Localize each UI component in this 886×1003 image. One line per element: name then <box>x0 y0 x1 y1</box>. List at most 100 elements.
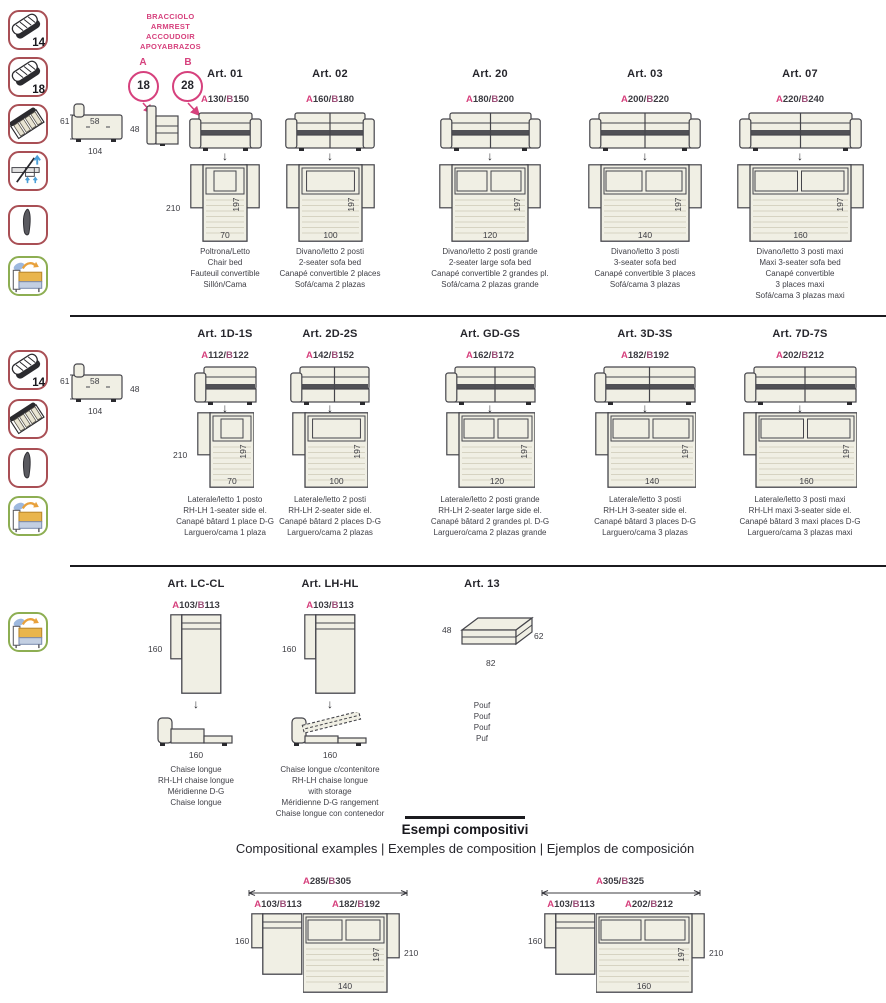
sofa-front-diagram <box>440 112 541 151</box>
total-width-arrow <box>541 890 701 896</box>
caption-line: Poltrona/Letto <box>200 247 250 256</box>
caption-line: Sofá/cama 3 plazas <box>609 280 681 289</box>
dimension-legend-row2: 61 58 104 48 <box>58 354 194 420</box>
product-title: Art. 03 <box>627 68 663 80</box>
svg-text:197: 197 <box>512 197 522 211</box>
caption-line: Larguero/cama 1 plaza <box>184 528 266 537</box>
pouf-diagram <box>460 616 534 646</box>
sofa-bed-colored-icon <box>8 612 48 652</box>
icon-number: 18 <box>32 84 45 96</box>
svg-text:197: 197 <box>673 197 683 211</box>
pouf-height-label: 48 <box>442 625 452 635</box>
composition-right-dimensions: A202/B212 <box>624 899 674 910</box>
caption-line: Chaise longue con contenedor <box>275 809 385 818</box>
product-title: Art. LH-HL <box>301 578 359 590</box>
sofa-front-diagram <box>189 112 262 151</box>
armrest-header-line: APOYABRAZOS <box>140 42 201 51</box>
product-dimensions: A180/B200 <box>465 94 515 105</box>
transform-arrow: ↓ <box>797 401 803 415</box>
caption-line: Canapé convertible 2 places <box>279 269 381 278</box>
caption-line: Méridienne D-G <box>167 787 225 796</box>
lift-mechanism-icon <box>8 151 48 191</box>
composition-left-dimensions: A103/B113 <box>547 899 595 910</box>
caption-line: RH-LH 1-seater side el. <box>183 506 267 515</box>
svg-text:120: 120 <box>483 230 497 240</box>
caption-line: Puf <box>475 734 488 743</box>
sofa-bed-colored-icon <box>8 496 48 536</box>
caption-line: Fauteuil convertible <box>190 269 260 278</box>
composition-right-dimensions: A182/B192 <box>331 899 381 910</box>
caption-line: Chaise longue c/contenitore <box>280 765 380 774</box>
svg-text:197: 197 <box>680 444 690 458</box>
mattress-section-14-icon: 14 <box>8 350 48 390</box>
caption-line: Laterale/letto 1 posto <box>187 495 263 504</box>
caption-line: Canapé bâtard 3 places D-G <box>594 517 696 526</box>
chaise-top-view-diagram <box>251 913 303 975</box>
caption-line: Sillón/Cama <box>203 280 247 289</box>
icon-number: 14 <box>32 377 45 389</box>
sofa-side-view-diagram <box>70 103 123 142</box>
bed-depth-label: 210 <box>709 948 724 958</box>
armrest-b-value-badge: 28 <box>172 71 203 102</box>
svg-text:160: 160 <box>637 981 651 991</box>
caption-line: 3 places maxi <box>775 280 825 289</box>
transform-arrow: ↓ <box>327 401 333 415</box>
product-title: Art. 1D-1S <box>197 328 253 340</box>
caption-line: Chaise longue <box>170 765 222 774</box>
svg-text:197: 197 <box>238 444 248 458</box>
caption-line: Laterale/letto 2 posti <box>293 495 367 504</box>
svg-text:160: 160 <box>793 230 807 240</box>
sofa-leg-icon <box>8 205 48 245</box>
caption-line: Maxi 3-seater sofa bed <box>759 258 841 267</box>
sofa-bed-colored-icon <box>8 256 48 296</box>
transform-arrow: ↓ <box>222 401 228 415</box>
caption-line: Sofá/cama 3 plazas maxi <box>755 291 845 300</box>
caption-line: Pouf <box>473 723 491 732</box>
caption-line: 2-seater large sofa bed <box>448 258 532 267</box>
svg-text:70: 70 <box>227 476 237 486</box>
legend-height-label: 61 <box>60 376 70 386</box>
armrest-b-label: B <box>184 57 192 68</box>
product-title: Art. 2D-2S <box>302 328 358 340</box>
caption-line: Chaise longue <box>170 798 222 807</box>
caption-line: Laterale/letto 3 posti <box>608 495 682 504</box>
caption-line: Canapé convertible 2 grandes pl. <box>431 269 549 278</box>
sofa-front-diagram <box>290 366 370 405</box>
section-title: Esempi compositivi <box>401 822 529 837</box>
caption-line: RH-LH maxi 3-seater side el. <box>748 506 852 515</box>
bed-top-view-diagram: 197 120 <box>439 164 541 242</box>
caption-line: Divano/letto 3 posti maxi <box>756 247 844 256</box>
transform-arrow: ↓ <box>642 401 648 415</box>
chaise-height-label: 160 <box>235 936 250 946</box>
bed-top-view-diagram: 197 70 <box>197 412 254 488</box>
legend-seat-label: 58 <box>90 116 100 126</box>
icon-number: 14 <box>32 37 45 49</box>
product-dimensions: A220/B240 <box>775 94 825 105</box>
product-dimensions: A162/B172 <box>465 350 515 361</box>
svg-text:100: 100 <box>323 230 337 240</box>
caption-line: Canapé bâtard 3 maxi places D-G <box>739 517 861 526</box>
caption-line: Pouf <box>473 712 491 721</box>
legend-depth-label: 104 <box>88 146 103 156</box>
chaise-top-view-diagram <box>544 913 596 975</box>
caption-line: RH-LH 2-seater large side el. <box>438 506 542 515</box>
caption-line: Larguero/cama 2 plazas <box>287 528 373 537</box>
chaise-width-label: 160 <box>322 750 338 760</box>
chaise-side-view-diagram <box>291 712 367 746</box>
svg-text:197: 197 <box>371 947 381 961</box>
product-dimensions: A103/B113 <box>306 600 354 611</box>
product-dimensions: A112/B122 <box>201 350 249 361</box>
caption-line: RH-LH chaise longue <box>291 776 369 785</box>
